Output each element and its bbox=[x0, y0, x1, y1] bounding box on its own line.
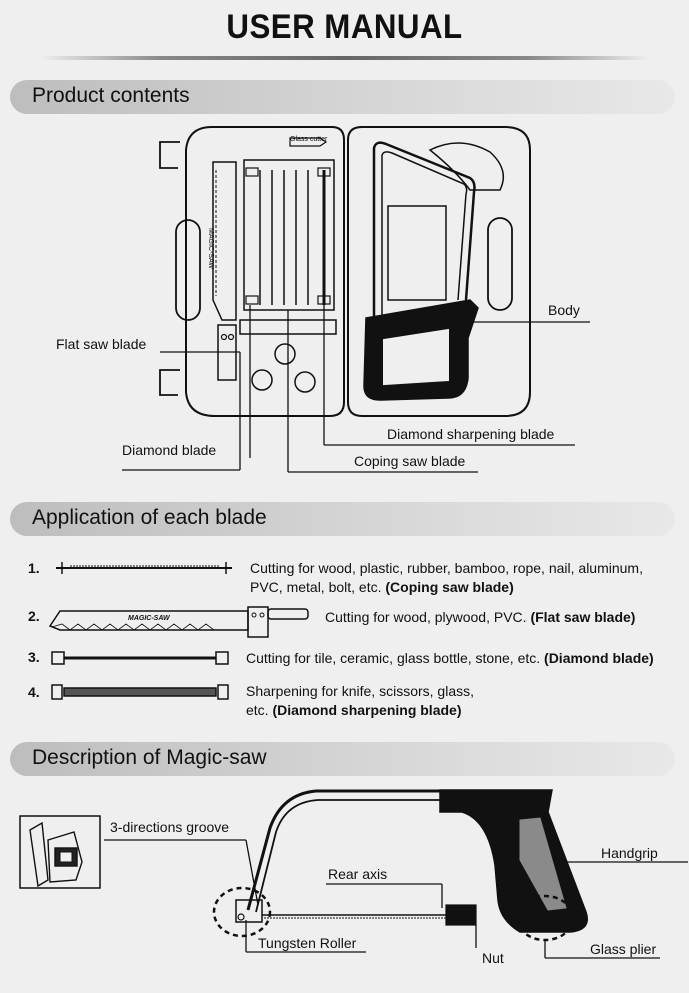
blade-description: Sharpening for knife, scissors, glass, e… bbox=[246, 683, 474, 718]
blade-number: 4. bbox=[28, 684, 40, 700]
blade-description: Cutting for wood, plastic, rubber, bambo… bbox=[250, 560, 643, 595]
label-diamond-blade: Diamond blade bbox=[122, 442, 217, 458]
section-title: Product contents bbox=[32, 84, 190, 107]
section-header-application: Application of each blade bbox=[10, 502, 675, 536]
label-body: Body bbox=[548, 302, 580, 318]
glass-cutter-tag: Glass cutter bbox=[290, 136, 328, 143]
blade-brand-text: MAGIC-SAW bbox=[128, 615, 170, 622]
page-title: USER MANUAL bbox=[226, 8, 463, 46]
blade-number: 2. bbox=[28, 608, 40, 624]
section-header-description: Description of Magic-saw bbox=[10, 742, 675, 776]
blade-description: Cutting for tile, ceramic, glass bottle,… bbox=[246, 650, 654, 666]
label-groove: 3-directions groove bbox=[110, 819, 230, 835]
label-glass-plier: Glass plier bbox=[590, 941, 657, 957]
label-coping-saw-blade: Coping saw blade bbox=[354, 453, 466, 469]
section-header-contents: Product contents bbox=[10, 80, 675, 114]
label-diamond-sharpening-blade: Diamond sharpening blade bbox=[387, 426, 555, 442]
label-tungsten-roller: Tungsten Roller bbox=[258, 935, 357, 951]
label-flat-saw-blade: Flat saw blade bbox=[56, 336, 147, 352]
blade-number: 1. bbox=[28, 560, 40, 576]
section-title: Application of each blade bbox=[32, 506, 267, 529]
label-nut: Nut bbox=[482, 950, 504, 966]
section-title: Description of Magic-saw bbox=[32, 746, 267, 769]
case-blade-text: MAGIC-SAW bbox=[207, 228, 214, 269]
blade-description: Cutting for wood, plywood, PVC. (Flat sa… bbox=[325, 609, 636, 625]
label-handgrip: Handgrip bbox=[601, 845, 658, 861]
label-rear-axis: Rear axis bbox=[328, 866, 388, 882]
blade-number: 3. bbox=[28, 649, 40, 665]
title-underline bbox=[40, 56, 650, 60]
